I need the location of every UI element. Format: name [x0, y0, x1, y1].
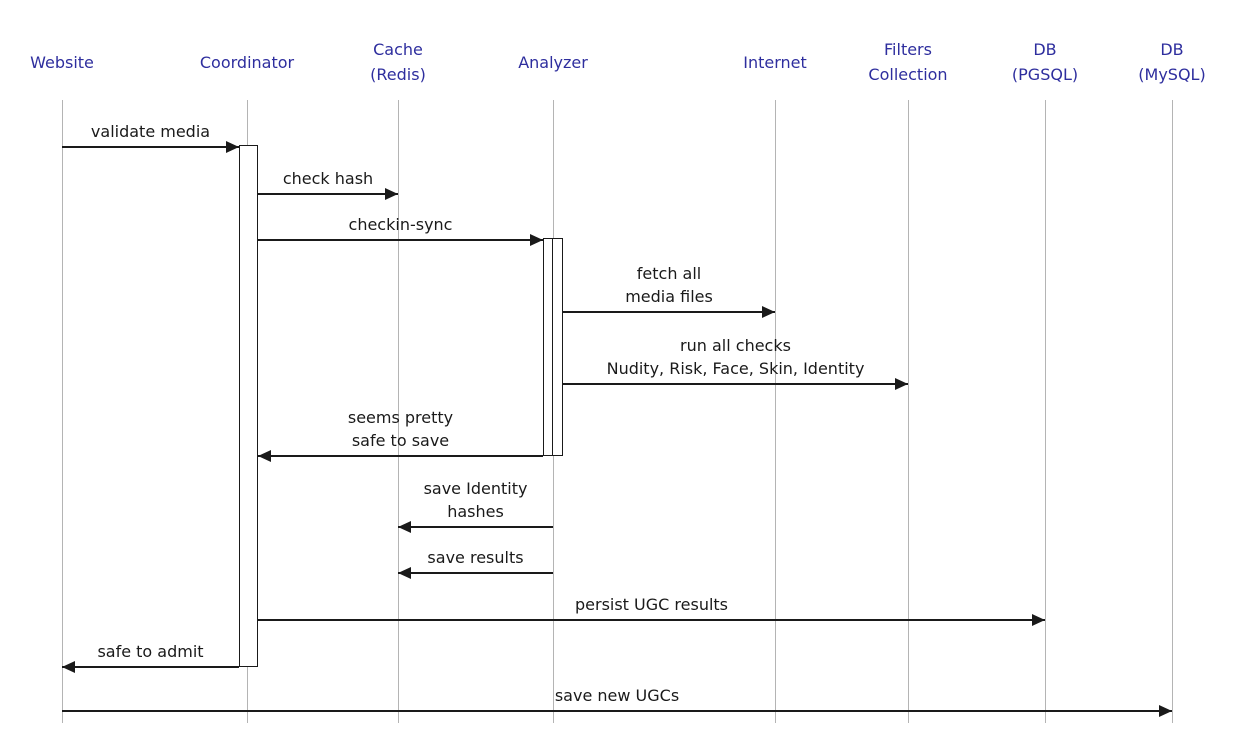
- message-line-analyzer-to-coordinator: [258, 455, 543, 457]
- message-label: safe to admit: [97, 642, 204, 661]
- actor-label-db-pgsql: DB (PGSQL): [1011, 40, 1079, 84]
- actor-label-internet: Internet: [743, 52, 807, 72]
- activation-bar-coordinator: [239, 145, 258, 667]
- lifeline-website: [61, 100, 63, 723]
- actor-label-website: Website: [30, 52, 94, 72]
- message-line-analyzer-to-cache: [398, 526, 553, 528]
- lifeline-filters: [907, 100, 909, 723]
- message-label: save Identity hashes: [423, 479, 528, 521]
- message-line-analyzer-to-internet: [563, 311, 775, 313]
- actor-label-cache: Cache (Redis): [370, 40, 426, 84]
- message-label: checkin-sync: [348, 215, 453, 234]
- lifeline-db-pgsql: [1044, 100, 1046, 723]
- message-label: check hash: [282, 169, 374, 188]
- arrowhead-icon: [1159, 705, 1172, 717]
- message-label: validate media: [90, 122, 211, 141]
- lifeline-db-mysql: [1171, 100, 1173, 723]
- arrowhead-icon: [226, 141, 239, 153]
- actor-label-filters: Filters Collection: [868, 40, 948, 84]
- actor-label-analyzer: Analyzer: [518, 52, 588, 72]
- message-label: save results: [427, 548, 524, 567]
- lifeline-internet: [774, 100, 776, 723]
- arrowhead-icon: [1032, 614, 1045, 626]
- message-label: run all checks Nudity, Risk, Face, Skin,…: [606, 336, 865, 378]
- message-label: fetch all media files: [625, 264, 713, 306]
- message-line-analyzer-to-cache: [398, 572, 553, 574]
- message-line-coordinator-to-db-pgsql: [258, 619, 1045, 621]
- message-line-analyzer-to-filters: [563, 383, 908, 385]
- arrowhead-icon: [398, 521, 411, 533]
- message-line-coordinator-to-website: [62, 666, 239, 668]
- arrowhead-icon: [530, 234, 543, 246]
- arrowhead-icon: [385, 188, 398, 200]
- actor-label-coordinator: Coordinator: [199, 52, 295, 72]
- actor-label-db-mysql: DB (MySQL): [1138, 40, 1206, 84]
- arrowhead-icon: [895, 378, 908, 390]
- arrowhead-icon: [762, 306, 775, 318]
- message-line-website-to-coordinator: [62, 146, 239, 148]
- message-line-coordinator-to-analyzer: [258, 239, 543, 241]
- message-line-website-to-db-mysql: [62, 710, 1172, 712]
- arrowhead-icon: [398, 567, 411, 579]
- message-label: persist UGC results: [574, 595, 729, 614]
- message-label: seems pretty safe to save: [347, 408, 454, 450]
- arrowhead-icon: [258, 450, 271, 462]
- activation-bar-analyzer-nested: [552, 238, 563, 456]
- lifeline-cache: [397, 100, 399, 723]
- arrowhead-icon: [62, 661, 75, 673]
- message-label: save new UGCs: [554, 686, 680, 705]
- message-line-coordinator-to-cache: [258, 193, 398, 195]
